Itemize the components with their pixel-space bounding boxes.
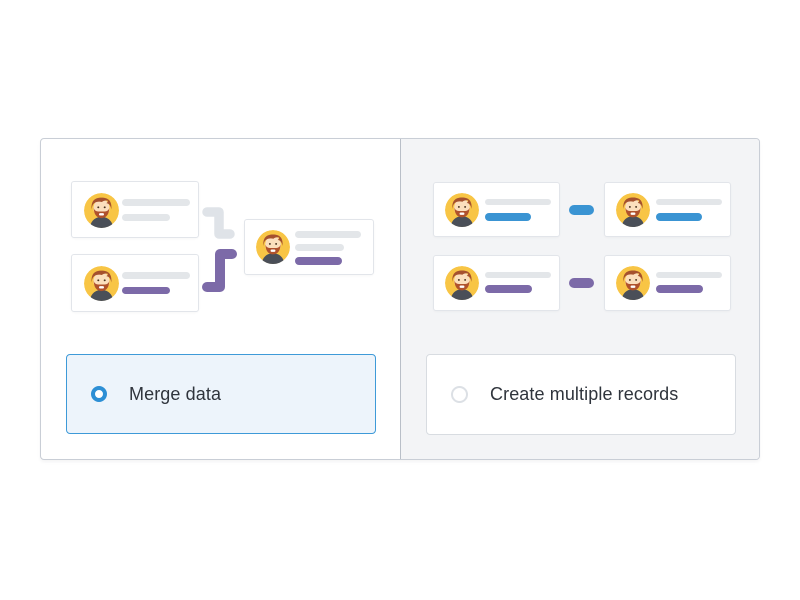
record-card	[433, 255, 560, 311]
record-card	[433, 182, 560, 237]
text-placeholder-line	[122, 199, 190, 206]
user-avatar-icon	[84, 266, 119, 301]
text-placeholder-line	[295, 244, 344, 251]
create-multiple-records-option[interactable]: Create multiple records	[426, 354, 736, 435]
merged-record-card	[244, 219, 374, 275]
text-placeholder-line-blue	[485, 213, 531, 221]
duplicate-link-dash-blue	[569, 205, 594, 215]
merge-option-panel: Merge data	[41, 139, 400, 459]
create-records-panel: Create multiple records	[400, 139, 759, 459]
text-placeholder-line-purple	[122, 287, 170, 294]
create-multiple-records-radio[interactable]	[451, 386, 468, 403]
text-placeholder-line-purple	[485, 285, 532, 293]
merge-data-label: Merge data	[129, 383, 222, 404]
create-multiple-records-label: Create multiple records	[490, 384, 679, 404]
text-placeholder-line	[656, 199, 722, 205]
record-card	[604, 182, 731, 237]
merge-data-option[interactable]: Merge data	[66, 354, 376, 434]
user-avatar-icon	[84, 193, 119, 228]
text-placeholder-line	[485, 199, 551, 205]
text-placeholder-line-purple	[656, 285, 703, 293]
record-card	[604, 255, 731, 311]
record-action-chooser: Merge data Create multiple	[40, 138, 760, 460]
text-placeholder-line	[656, 272, 722, 278]
duplicate-link-dash-purple	[569, 278, 594, 288]
user-avatar-icon	[256, 230, 290, 264]
text-placeholder-line	[122, 214, 170, 221]
merge-data-radio[interactable]	[91, 386, 107, 402]
source-record-card	[71, 254, 199, 312]
text-placeholder-line	[295, 231, 361, 238]
text-placeholder-line	[485, 272, 551, 278]
text-placeholder-line	[122, 272, 190, 279]
text-placeholder-line-blue	[656, 213, 702, 221]
user-avatar-icon	[445, 266, 479, 300]
source-record-card	[71, 181, 199, 238]
user-avatar-icon	[445, 193, 479, 227]
user-avatar-icon	[616, 266, 650, 300]
user-avatar-icon	[616, 193, 650, 227]
text-placeholder-line-purple	[295, 257, 342, 265]
